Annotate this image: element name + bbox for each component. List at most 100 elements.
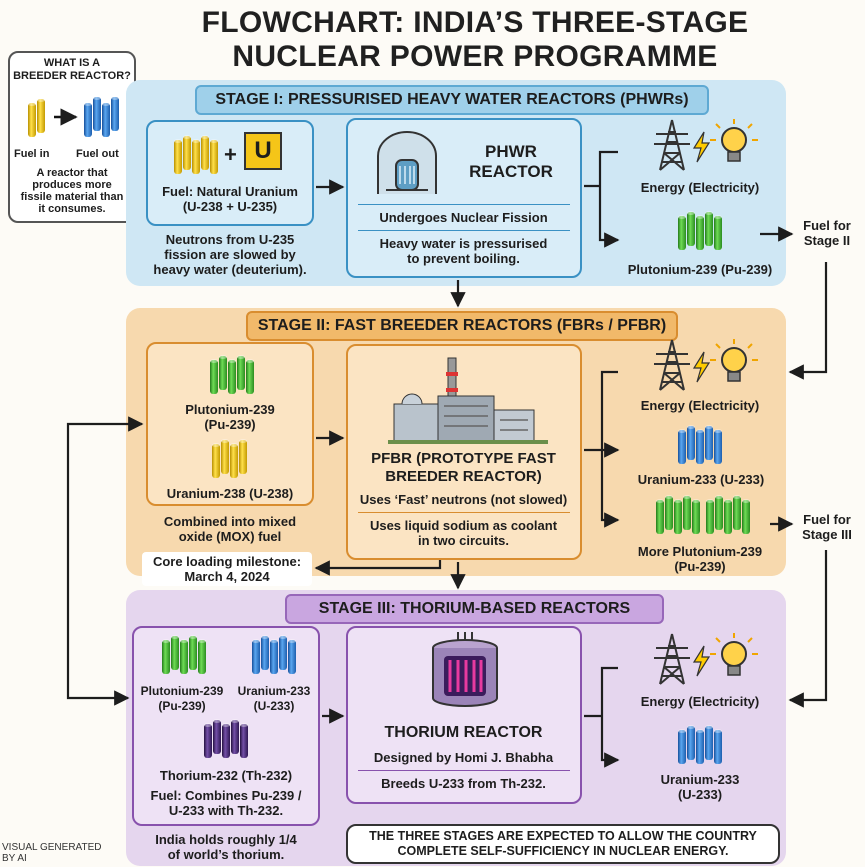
stage-1-fuel-label: Fuel: Natural Uranium (U-238 + U-235) bbox=[148, 184, 312, 214]
fuel-for-2-line-1: Fuel for bbox=[803, 218, 851, 233]
arrow-stage2-feed bbox=[788, 262, 828, 380]
fuel-in-out-icon bbox=[28, 96, 119, 137]
fuel-for-3-line-1: Fuel for bbox=[803, 512, 851, 527]
heavy-line-1: Heavy water is pressurised bbox=[379, 236, 548, 251]
watermark-line-2: BY AI bbox=[2, 853, 27, 864]
fuel-line-1: Fuel: Natural Uranium bbox=[162, 184, 298, 199]
s3-fuel-line-2: U-233 with Th-232. bbox=[168, 803, 284, 818]
stage-3-u233-output-label: Uranium-233 (U-233) bbox=[640, 772, 760, 802]
stage-1-energy-label: Energy (Electricity) bbox=[640, 180, 760, 195]
milestone-line-2: March 4, 2024 bbox=[184, 569, 270, 584]
out-u233-line-2: (U-233) bbox=[677, 787, 723, 802]
thorium-reactor-box: THORIUM REACTOR Designed by Homi J. Bhab… bbox=[346, 626, 582, 804]
mox-fuel-note: Combined into mixed oxide (MOX) fuel bbox=[142, 514, 318, 544]
stage-3-fuel-box: Plutonium-239 (Pu-239) Uranium-233 (U-23… bbox=[132, 626, 320, 826]
india-line-1: India holds roughly 1/4 bbox=[155, 832, 297, 847]
sodium-line-1: Uses liquid sodium as coolant bbox=[369, 518, 558, 533]
def-line-2: produces more bbox=[32, 179, 112, 191]
arrow-pfbr-branch bbox=[584, 370, 618, 520]
stage-2-pu-label: Plutonium-239 (Pu-239) bbox=[148, 402, 312, 432]
s3-pu-line-2: (Pu-239) bbox=[158, 699, 206, 713]
more-plutonium-label: More Plutonium-239 (Pu-239) bbox=[620, 544, 780, 574]
note-heading-1: WHAT IS A bbox=[43, 57, 101, 69]
stage-3-energy-label: Energy (Electricity) bbox=[640, 694, 760, 709]
thorium-reserves-note: India holds roughly 1/4 of world’s thori… bbox=[132, 832, 320, 862]
neutron-moderation-note: Neutrons from U-235 fission are slowed b… bbox=[132, 232, 328, 277]
thorium-reactor-title: THORIUM REACTOR bbox=[384, 724, 543, 741]
note-heading-2: BREEDER REACTOR? bbox=[13, 70, 131, 82]
s3-pu-line-1: Plutonium-239 bbox=[140, 684, 224, 698]
pfbr-title: PFBR (PROTOTYPE FAST BREEDER REACTOR) bbox=[348, 450, 579, 486]
stage-1-header: STAGE I: PRESSURISED HEAVY WATER REACTOR… bbox=[195, 85, 709, 115]
neutron-line-1: Neutrons from U-235 bbox=[165, 232, 295, 247]
core-loading-milestone: Core loading milestone: March 4, 2024 bbox=[142, 552, 312, 586]
stage-3-fuel-note: Fuel: Combines Pu-239 / U-233 with Th-23… bbox=[134, 788, 318, 818]
neutron-line-3: heavy water (deuterium). bbox=[153, 262, 307, 277]
sodium-line-2: in two circuits. bbox=[417, 533, 509, 548]
conclusion-line-2: COMPLETE SELF-SUFFICIENCY IN NUCLEAR ENE… bbox=[397, 844, 729, 858]
fuel-for-stage-3-label: Fuel for Stage III bbox=[794, 512, 860, 542]
stage-3-pu-label: Plutonium-239 (Pu-239) bbox=[134, 684, 230, 714]
heavy-line-2: to prevent boiling. bbox=[407, 251, 520, 266]
milestone-line-1: Core loading milestone: bbox=[152, 554, 302, 569]
arrow-loop-stage-3 bbox=[66, 560, 130, 706]
def-line-3: fissile material than bbox=[20, 191, 124, 203]
thorium-label: Thorium-232 (Th-232) bbox=[159, 768, 293, 783]
stage-3-u233-label: Uranium-233 (U-233) bbox=[230, 684, 318, 714]
pfbr-reactor-box: PFBR (PROTOTYPE FAST BREEDER REACTOR) Us… bbox=[346, 344, 582, 560]
pu-line-2: (Pu-239) bbox=[204, 417, 256, 432]
india-line-2: of world’s thorium. bbox=[167, 847, 285, 862]
arrow-phwr-branch bbox=[584, 150, 618, 240]
phwr-reactor-title: PHWR REACTOR bbox=[448, 142, 574, 182]
fast-neutrons-label: Uses ‘Fast’ neutrons (not slowed) bbox=[359, 492, 568, 507]
conclusion-line-1: THE THREE STAGES ARE EXPECTED TO ALLOW T… bbox=[369, 829, 757, 843]
def-line-1: A reactor that bbox=[36, 167, 108, 179]
s3-u233-line-1: Uranium-233 bbox=[237, 684, 311, 698]
mox-line-2: oxide (MOX) fuel bbox=[178, 529, 282, 544]
arrow-pfbr-to-milestone bbox=[314, 560, 442, 576]
pfbr-plant-icon bbox=[388, 357, 548, 444]
breeds-u233-note: Breeds U-233 from Th-232. bbox=[381, 776, 546, 791]
fuel-for-3-line-2: Stage III bbox=[802, 527, 852, 542]
more-pu-line-1: More Plutonium-239 bbox=[637, 544, 763, 559]
fuel-for-stage-2-label: Fuel for Stage II bbox=[794, 218, 860, 248]
pfbr-title-line-1: PFBR (PROTOTYPE FAST bbox=[371, 450, 556, 467]
fuel-in-label: Fuel in bbox=[14, 148, 50, 160]
fuel-for-2-line-2: Stage II bbox=[803, 233, 851, 248]
thorium-reactor-icon bbox=[432, 632, 498, 707]
s3-u233-line-2: (U-233) bbox=[253, 699, 295, 713]
fuel-out-label: Fuel out bbox=[76, 148, 119, 160]
def-line-4: it consumes. bbox=[38, 203, 106, 215]
stage-2-header: STAGE II: FAST BREEDER REACTORS (FBRs / … bbox=[246, 311, 678, 341]
more-pu-line-2: (Pu-239) bbox=[674, 559, 726, 574]
phwr-reactor-icon bbox=[377, 131, 437, 194]
neutron-line-2: fission are slowed by bbox=[164, 247, 296, 262]
stage-1-fuel-box: + U Fuel: Natural Uranium (U-238 + U-235… bbox=[146, 120, 314, 226]
mox-line-1: Combined into mixed bbox=[163, 514, 297, 529]
stage-3-header: STAGE III: THORIUM-BASED REACTORS bbox=[285, 594, 664, 624]
stage-1-plutonium-label: Plutonium-239 (Pu-239) bbox=[627, 262, 773, 277]
stage-2-energy-label: Energy (Electricity) bbox=[640, 398, 760, 413]
u238-label: Uranium-238 (U-238) bbox=[166, 486, 294, 501]
arrow-loop-stage-2 bbox=[66, 416, 144, 560]
title-line-2: NUCLEAR POWER PROGRAMME bbox=[232, 40, 718, 73]
ai-watermark: VISUAL GENERATED BY AI bbox=[2, 842, 101, 864]
sodium-coolant-note: Uses liquid sodium as coolant in two cir… bbox=[348, 518, 579, 548]
heavy-water-note: Heavy water is pressurised to prevent bo… bbox=[348, 236, 579, 266]
conclusion-box: THE THREE STAGES ARE EXPECTED TO ALLOW T… bbox=[346, 824, 780, 864]
fuel-line-2: (U-238 + U-235) bbox=[182, 199, 278, 214]
s3-fuel-line-1: Fuel: Combines Pu-239 / bbox=[150, 788, 302, 803]
phwr-reactor-box: PHWR REACTOR Undergoes Nuclear Fission H… bbox=[346, 118, 582, 278]
page-title: FLOWCHART: INDIA’S THREE-STAGE NUCLEAR P… bbox=[130, 6, 820, 74]
plus-sign: + bbox=[224, 142, 237, 167]
arrow-stage3-feed bbox=[788, 550, 828, 708]
phwr-title-line-2: REACTOR bbox=[469, 162, 553, 181]
breeder-reactor-note: WHAT IS A BREEDER REACTOR? Fuel in Fuel … bbox=[8, 51, 136, 223]
out-u233-line-1: Uranium-233 bbox=[660, 772, 740, 787]
stage-2-fuel-box: Plutonium-239 (Pu-239) Uranium-238 (U-23… bbox=[146, 342, 314, 506]
stage-2-u233-label: Uranium-233 (U-233) bbox=[637, 472, 765, 487]
phwr-title-line-1: PHWR bbox=[485, 142, 537, 161]
arrow-thorium-branch bbox=[584, 666, 618, 760]
uranium-symbol-icon: U bbox=[244, 132, 282, 170]
